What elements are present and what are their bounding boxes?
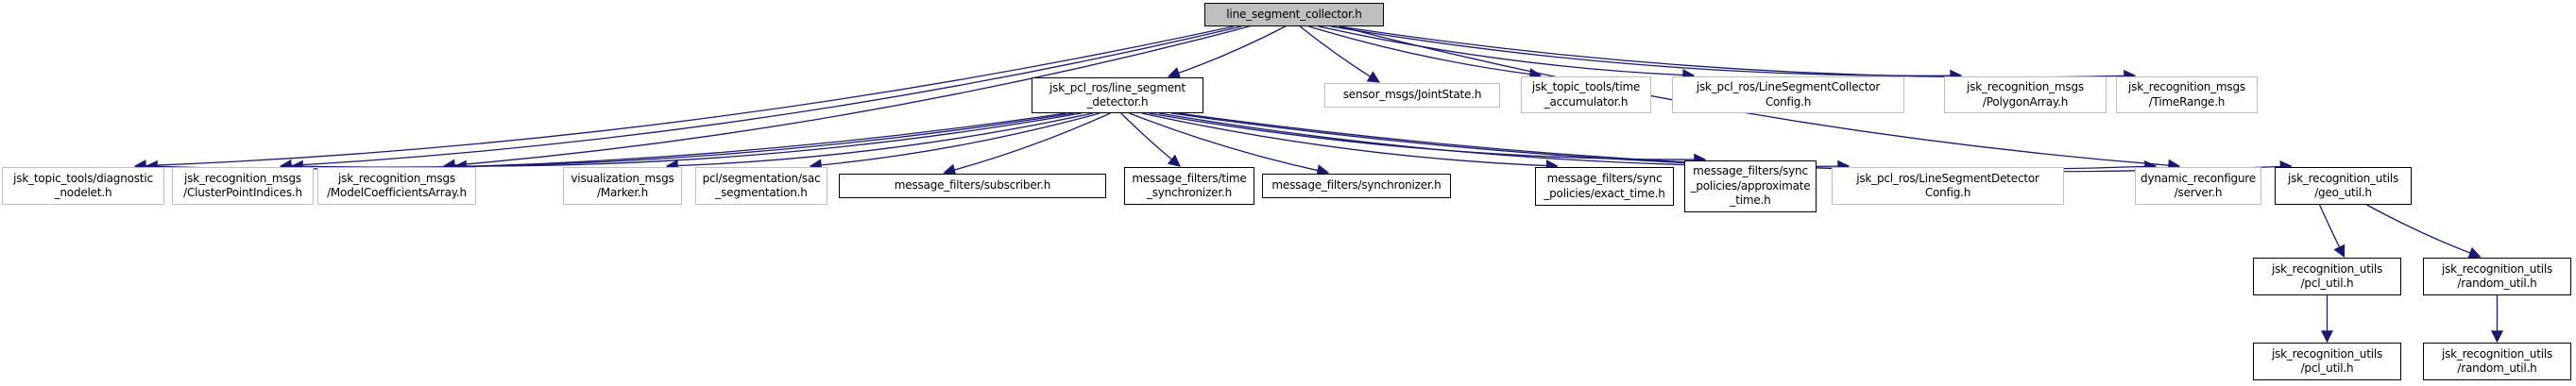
graph-node-synchronizer[interactable]: message_filters/synchronizer.h [1262, 174, 1451, 198]
graph-node-detector_config: jsk_pcl_ros/LineSegmentDetector Config.h [1832, 167, 2064, 205]
graph-node-time_accumulator: jsk_topic_tools/time _accumulator.h [1521, 76, 1651, 113]
graph-node-time_range: jsk_recognition_msgs /TimeRange.h [2116, 76, 2258, 113]
graph-node-geo_util[interactable]: jsk_recognition_utils /geo_util.h [2275, 167, 2412, 205]
graph-node-time_sync[interactable]: message_filters/time _synchronizer.h [1124, 167, 1254, 205]
graph-node-detector[interactable]: jsk_pcl_ros/line_segment _detector.h [1032, 77, 1203, 113]
edge-detector-to-sac [809, 112, 1100, 172]
graph-node-exact_time[interactable]: message_filters/sync _policies/exact_tim… [1535, 167, 1674, 206]
graph-node-pcl_util_a[interactable]: jsk_recognition_utils /pcl_util.h [2253, 258, 2401, 295]
graph-node-modelcoeff: jsk_recognition_msgs /ModelCoefficientsA… [317, 167, 476, 205]
edge-collector-to-polygon_array [1330, 25, 1963, 82]
graph-node-sac: pcl/segmentation/sac _segmentation.h [695, 167, 827, 205]
graph-node-marker: visualization_msgs /Marker.h [563, 167, 682, 205]
edge-geo_util-to-random_util_a [2366, 204, 2482, 260]
graph-node-random_util_a[interactable]: jsk_recognition_utils /random_util.h [2423, 258, 2571, 295]
edge-detector-to-time_sync [1120, 112, 1182, 167]
graph-node-cluster: jsk_recognition_msgs /ClusterPointIndice… [172, 167, 314, 205]
graph-node-random_util_b[interactable]: jsk_recognition_utils /random_util.h [2423, 343, 2571, 380]
graph-node-server: dynamic_reconfigure /server.h [2135, 167, 2261, 205]
edge-geo_util-to-pcl_util_a [2318, 204, 2346, 259]
graph-node-joint_state: sensor_msgs/JointState.h [1324, 83, 1500, 108]
edge-detector-to-synchronizer [1129, 112, 1330, 176]
edge-detector-to-cluster [290, 112, 1074, 173]
edge-detector-to-server [1171, 112, 2158, 173]
edge-collector-to-joint_state [1299, 25, 1381, 83]
edge-detector-to-detector_config [1158, 112, 1851, 173]
edge-detector-to-subscriber [943, 112, 1111, 176]
edge-detector-to-exact_time [1141, 112, 1559, 173]
edge-detector-to-diagnostic [145, 112, 1066, 173]
edge-collector-to-time_range [1339, 25, 2137, 82]
graph-node-subscriber[interactable]: message_filters/subscriber.h [839, 174, 1106, 198]
edge-collector-to-collector_config [1319, 25, 1696, 82]
graph-node-polygon_array: jsk_recognition_msgs /PolygonArray.h [1944, 76, 2107, 113]
graph-node-diagnostic: jsk_topic_tools/diagnostic _nodelet.h [2, 167, 164, 205]
edge-detector-to-marker [665, 112, 1093, 173]
graph-node-pcl_util_b[interactable]: jsk_recognition_utils /pcl_util.h [2253, 343, 2401, 380]
graph-node-collector: line_segment_collector.h [1204, 3, 1384, 26]
edge-detector-to-approx_time [1149, 112, 1707, 166]
graph-node-collector_config: jsk_pcl_ros/LineSegmentCollector Config.… [1672, 76, 1904, 113]
edge-collector-to-time_accumulator [1308, 25, 1543, 81]
edge-detector-to-modelcoeff [453, 112, 1082, 173]
graph-node-approx_time[interactable]: message_filters/sync _policies/approxima… [1684, 160, 1817, 212]
edge-collector-to-detector [1167, 25, 1286, 79]
